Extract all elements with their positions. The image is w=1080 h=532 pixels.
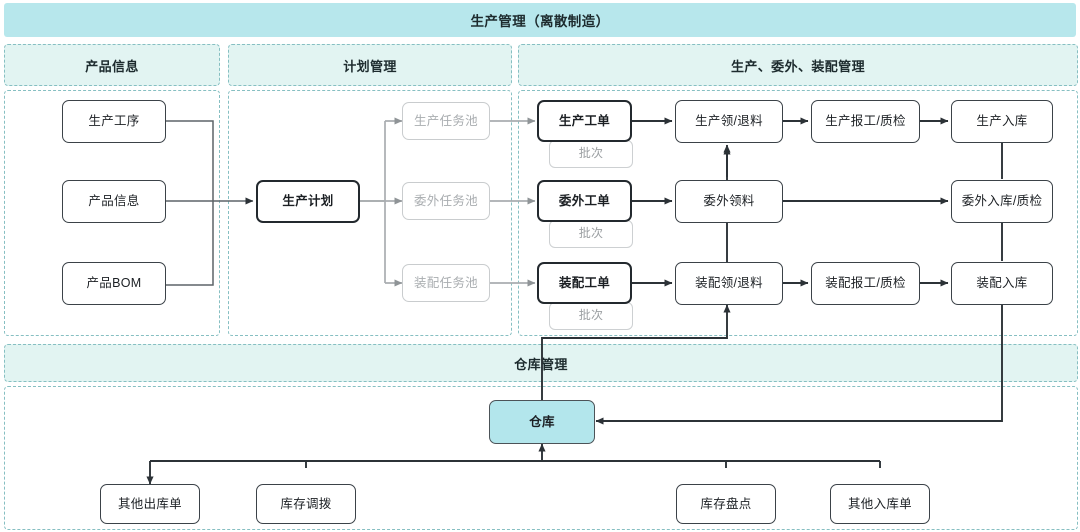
node-production-work-order[interactable]: 生产工单: [537, 100, 632, 142]
node-other-inbound-order[interactable]: 其他入库单: [830, 484, 930, 524]
node-assembly-task-pool[interactable]: 装配任务池: [402, 264, 490, 302]
node-production-process[interactable]: 生产工序: [62, 100, 166, 143]
node-production-report-inspect[interactable]: 生产报工/质检: [811, 100, 920, 143]
section-body-warehouse: [4, 386, 1078, 530]
section-header-plan: 计划管理: [228, 44, 512, 86]
diagram-title: 生产管理（离散制造）: [4, 3, 1076, 37]
node-assembly-material-pick[interactable]: 装配领/退料: [675, 262, 783, 305]
node-outsourcing-task-pool[interactable]: 委外任务池: [402, 182, 490, 220]
node-warehouse[interactable]: 仓库: [489, 400, 595, 444]
section-body-plan: [228, 90, 512, 336]
node-stock-count[interactable]: 库存盘点: [676, 484, 776, 524]
node-production-plan[interactable]: 生产计划: [256, 180, 360, 223]
section-header-warehouse: 仓库管理: [4, 344, 1078, 382]
node-outsourcing-inbound-inspect[interactable]: 委外入库/质检: [951, 180, 1053, 223]
node-assembly-batch[interactable]: 批次: [549, 302, 633, 330]
node-stock-transfer[interactable]: 库存调拨: [256, 484, 356, 524]
node-production-material-pick[interactable]: 生产领/退料: [675, 100, 783, 143]
node-outsourcing-material-pick[interactable]: 委外领料: [675, 180, 783, 223]
node-production-task-pool[interactable]: 生产任务池: [402, 102, 490, 140]
node-production-inbound[interactable]: 生产入库: [951, 100, 1053, 143]
node-product-bom[interactable]: 产品BOM: [62, 262, 166, 305]
node-other-outbound-order[interactable]: 其他出库单: [100, 484, 200, 524]
node-production-batch[interactable]: 批次: [549, 140, 633, 168]
section-header-product: 产品信息: [4, 44, 220, 86]
section-body-product: [4, 90, 220, 336]
node-assembly-work-order[interactable]: 装配工单: [537, 262, 632, 304]
node-assembly-inbound[interactable]: 装配入库: [951, 262, 1053, 305]
node-outsourcing-batch[interactable]: 批次: [549, 220, 633, 248]
node-product-info[interactable]: 产品信息: [62, 180, 166, 223]
node-outsourcing-work-order[interactable]: 委外工单: [537, 180, 632, 222]
node-assembly-report-inspect[interactable]: 装配报工/质检: [811, 262, 920, 305]
section-header-make: 生产、委外、装配管理: [518, 44, 1078, 86]
